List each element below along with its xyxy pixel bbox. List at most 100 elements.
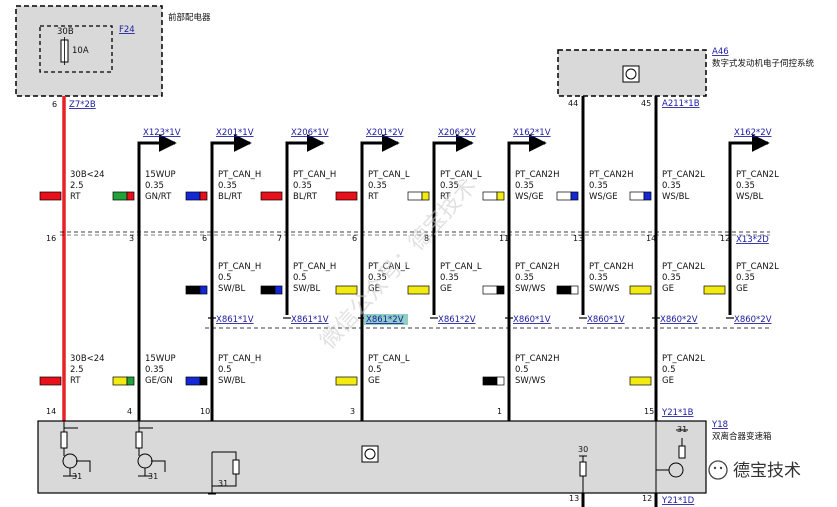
wire-color-swatch: [260, 285, 283, 295]
gearbox-code: Y18: [711, 420, 728, 430]
wire-signal: PT_CAN_L: [440, 262, 482, 272]
fuse-box-name: 前部配电器: [168, 12, 211, 23]
wire-color-code: GE: [440, 284, 452, 294]
wire-destination: X206*1V: [291, 128, 329, 138]
fuse-box: 前部配电器 F24 30B 10A 6 Z7*2B: [15, 5, 211, 110]
connector-pin: 6: [352, 234, 357, 243]
transistor-icon: [60, 421, 91, 477]
wire-color-swatch: [260, 191, 283, 201]
connector-x13-label: X13*2D: [736, 235, 769, 245]
wire-color-code: GE/GN: [145, 376, 173, 386]
wire-size: 0.35: [293, 181, 312, 191]
brand-name: 德宝技术: [733, 461, 801, 481]
wire-color-code: BL/RT: [218, 192, 243, 202]
wire-color-code: GE: [662, 376, 674, 386]
ecu-name: 数字式发动机电子伺控系统: [712, 58, 815, 69]
wire-color-swatch: [185, 285, 208, 295]
wire-signal: PT_CAN2L: [662, 170, 705, 180]
control-unit-icon: [361, 445, 379, 463]
connector-pin: 12: [642, 494, 652, 503]
connector-pin: 13: [573, 234, 583, 243]
wire-signal: PT_CAN2L: [662, 262, 705, 272]
wire-color-code: WS/BL: [736, 192, 763, 202]
supply-pin-30: 30: [578, 445, 588, 454]
wire-x201-1v: [210, 134, 252, 232]
wire-signal: PT_CAN_H: [293, 262, 336, 272]
wire-color-code: WS/GE: [515, 192, 544, 202]
wire-destination: X860*1V: [587, 315, 625, 325]
wire-x206-2v: [432, 134, 474, 232]
wire-size: 0.35: [368, 273, 387, 283]
wire-size: 0.5: [293, 273, 307, 283]
wire-color-swatch: [482, 376, 505, 386]
wire-signal: PT_CAN2H: [589, 262, 633, 272]
wire-signal: 15WUP: [145, 354, 176, 364]
fuse-label: 30B: [57, 27, 74, 37]
wire-color-code: SW/BL: [293, 284, 320, 294]
wire-size: 0.35: [662, 273, 681, 283]
wire-signal: PT_CAN2L: [736, 262, 779, 272]
wires: [62, 96, 770, 507]
transistor-icon: [135, 421, 166, 477]
gearbox-name: 双离合器变速箱: [712, 431, 772, 442]
wire-color-swatch: [556, 285, 579, 295]
wire-size: 0.35: [515, 181, 534, 191]
gearbox-connector-bottom: Y21*1D: [661, 496, 695, 506]
wire-destination: X162*1V: [513, 128, 551, 138]
fuse-frame: [39, 25, 113, 73]
fuse-box-pin: 6: [52, 100, 57, 109]
wire-size: 2.5: [70, 365, 84, 375]
wire-color-code: SW/WS: [515, 376, 545, 386]
bottom-wire-labels: 30B<242.5RT15WUP0.35GE/GNPT_CAN_H0.5SW/B…: [39, 354, 705, 386]
wire-destination: X860*2V: [660, 315, 698, 325]
highlight: [364, 314, 408, 325]
wire-x206-1v: [285, 134, 325, 232]
wire-color-swatch: [335, 285, 358, 295]
wire-color-code: BL/RT: [293, 192, 318, 202]
fuse-rating: 10A: [72, 46, 89, 56]
connector-pin: 16: [46, 234, 56, 243]
wire-size: 2.5: [70, 181, 84, 191]
connector-pin: 8: [424, 234, 429, 243]
wire-color-code: GN/RT: [145, 192, 172, 202]
wire-size: 0.35: [368, 181, 387, 191]
ground-pin-a: 31: [72, 472, 82, 481]
wire-x162-2v: [728, 134, 770, 232]
wire-size: 0.5: [218, 365, 232, 375]
ground-pin-b: 31: [148, 472, 158, 481]
wire-size: 0.35: [589, 273, 608, 283]
wire-destination: X162*2V: [734, 128, 772, 138]
wire-destination: X861*2V: [366, 315, 404, 325]
wire-color-swatch: [335, 376, 358, 386]
wire-destination: X201*1V: [216, 128, 254, 138]
wire-signal: PT_CAN_L: [368, 354, 410, 364]
wire-size: 0.35: [589, 181, 608, 191]
wire-signal: PT_CAN2H: [515, 354, 559, 364]
fuse-box-frame: [15, 5, 163, 97]
gearbox-y18: Y18 双离合器变速箱 Y21*1B 31 31 31 30: [37, 408, 772, 495]
connector-pin: 4: [127, 407, 132, 416]
connector-pin: 14: [646, 234, 656, 243]
wire-signal: 15WUP: [145, 170, 176, 180]
gearbox-connector-top: Y21*1B: [661, 408, 694, 418]
wire-size: 0.35: [218, 181, 237, 191]
wire-color-swatch: [629, 191, 652, 201]
wire-destination: X123*1V: [143, 128, 181, 138]
wire-color-code: RT: [440, 192, 451, 202]
wire-signal: PT_CAN_H: [293, 170, 336, 180]
ecu-code: A46: [712, 47, 729, 57]
ecu-a46: A46 数字式发动机电子伺控系统 44 45 A211*1B: [557, 47, 815, 109]
wire-signal: PT_CAN_L: [368, 262, 410, 272]
wire-color-code: GE: [368, 284, 380, 294]
wire-color-swatch: [39, 376, 62, 386]
ecu-connector: A211*1B: [662, 99, 700, 109]
connector-pin: 7: [277, 234, 282, 243]
wire-size: 0.35: [515, 273, 534, 283]
wire-color-code: RT: [368, 192, 379, 202]
resistor-icon: [208, 451, 240, 495]
wire-signal: PT_CAN2H: [589, 170, 633, 180]
ground-pin-right: 31: [677, 425, 687, 434]
ground-pin-c: 31: [218, 479, 228, 488]
wire-size: 0.5: [662, 365, 676, 375]
